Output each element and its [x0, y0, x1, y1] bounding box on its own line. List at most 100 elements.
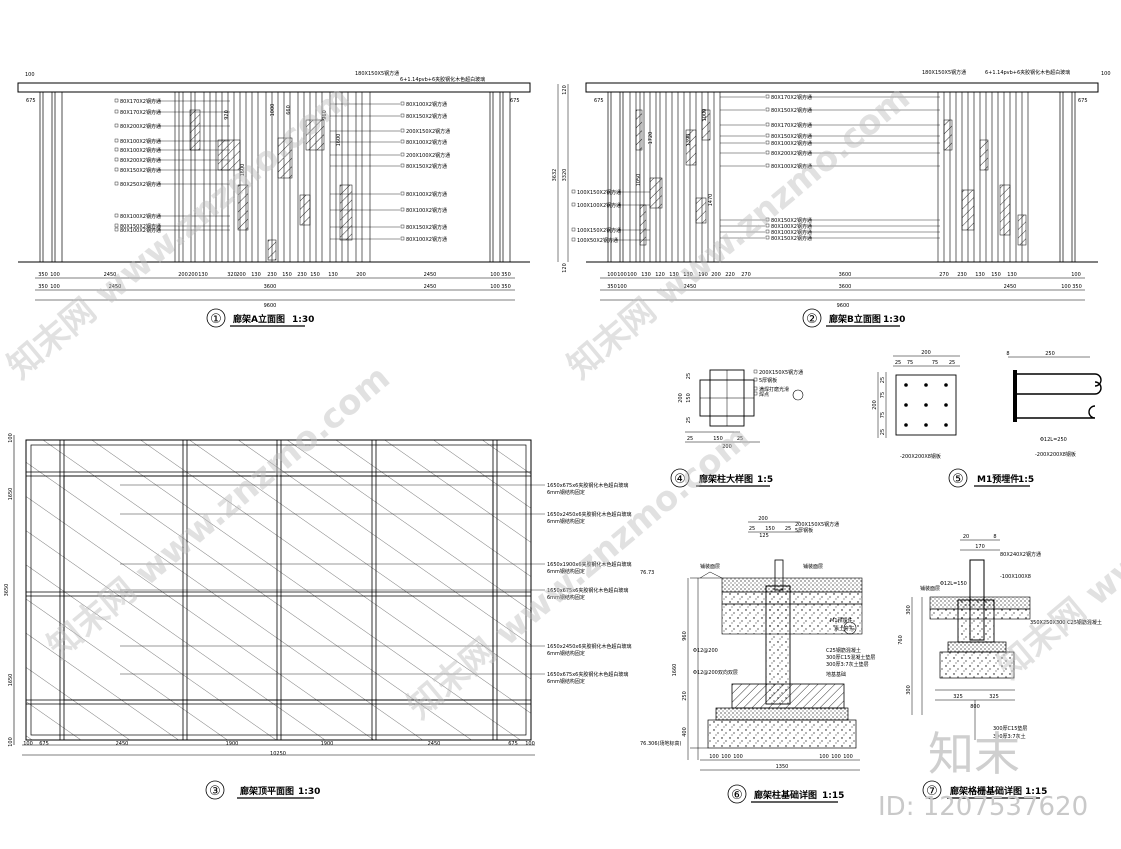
colfound-dim-v: 1660 — [672, 664, 678, 677]
column-label: 200X150X5钢方通 — [759, 369, 803, 376]
elevA-inner-dim: 920 — [224, 110, 230, 120]
column-dim-h: 25 — [737, 436, 743, 442]
gridfound-dim-v: 300 — [906, 605, 912, 615]
elevA-hatched-bar — [267, 239, 277, 261]
elevB-dim-675-left: 675 — [594, 98, 604, 104]
title-view-3: ③ 廊架顶平面图 1:30 — [205, 780, 320, 800]
column-dim-h: 200 — [722, 444, 732, 450]
colfound-dim-v: 960 — [682, 631, 688, 641]
column-dim-v: 150 — [686, 393, 692, 403]
plan-dim-bottom: 1900 — [226, 741, 239, 747]
elevA-hatched-bar — [339, 184, 353, 241]
elevA-dim-row2: 100 — [50, 284, 60, 290]
embed-bolt-hole — [944, 383, 948, 387]
title-view-7: ⑦ 廊架格栅基础详图 1:15 — [922, 780, 1047, 800]
elevA-dim-row1: 150 — [282, 272, 292, 278]
title-6-scale: 1:15 — [822, 791, 844, 801]
embed-label: Φ12L=250 — [1040, 437, 1067, 443]
plan-glass-label: 1650x2450x6夹胶钢化木色超白玻璃 — [547, 643, 632, 650]
elevB-label-mid: 80X200X2钢方通 — [771, 150, 812, 157]
elevB-hatched-bar — [943, 119, 953, 151]
colfound-label: 300厚3:7灰土垫层 — [826, 661, 869, 668]
elevA-top-note-2: 6+1.14pvb+6夹胶钢化木色超白玻璃 — [400, 76, 485, 83]
elevA-dim-row1: 200 — [236, 272, 246, 278]
colfound-elev-bottom: 76.306(场地标高) — [640, 740, 681, 747]
plan-dim-bottom: 675 — [508, 741, 518, 747]
plan-glass-label: 1650x1900x6夹胶钢化木色超白玻璃 — [547, 561, 632, 568]
gridfound-label: 350X250X300 C25钢筋混凝土 — [1030, 619, 1102, 626]
elevB-dim-row1: 270 — [741, 272, 751, 278]
colfound-dim-bottom: 100 — [733, 754, 743, 760]
title-3-scale: 1:30 — [298, 787, 320, 797]
elevB-dim-row1: 130 — [683, 272, 693, 278]
embed-dim-v: 75 — [880, 392, 886, 398]
plan-glass-label: 6mm钢结构固定 — [547, 489, 585, 496]
gridfound-dim-bottom: 325 — [989, 694, 999, 700]
elevB-label-mid: 80X150X2钢方通 — [771, 133, 812, 140]
colfound-dim-top: 200 — [758, 516, 768, 522]
title-7-scale: 1:15 — [1025, 787, 1047, 797]
gridfound-label: 300厚3:7灰土 — [993, 733, 1026, 740]
elevB-label-mid: 80X150X2钢方通 — [771, 217, 812, 224]
elevA-label-right: 80X100X2钢方通 — [406, 101, 447, 108]
elevA-label-left: 80X150X2钢方通 — [120, 167, 161, 174]
plan-dim-bottom: 1900 — [321, 741, 334, 747]
embed-dim-h: 75 — [907, 360, 913, 366]
elevA-label-right: 80X150X2钢方通 — [406, 113, 447, 120]
plan-glass-label: 1650x675x6夹胶钢化木色超白玻璃 — [547, 482, 628, 489]
elevA-dim-row2: 100 — [490, 284, 500, 290]
embed-dim-h: 75 — [932, 360, 938, 366]
elevB-hatched-bar — [979, 139, 989, 171]
elevA-hatched-bar — [305, 119, 325, 151]
plan-dim-bottom: 2450 — [116, 741, 129, 747]
elevB-inner-dim: 1050 — [636, 174, 642, 187]
elevA-label-left: 80X200X2钢方通 — [120, 157, 161, 164]
elevA-dim-row2: 350 — [501, 284, 511, 290]
plan-glass-label: 1650x675x6夹胶钢化木色超白玻璃 — [547, 671, 628, 678]
elevB-inner-dim: 1470 — [708, 194, 714, 207]
elevA-inner-dim: 960 — [322, 110, 328, 120]
column-dim-h: 150 — [713, 436, 723, 442]
colfound-label: 铺装面层 — [803, 563, 823, 570]
elevB-dim-row1: 220 — [725, 272, 735, 278]
title-4-num: ④ — [674, 472, 686, 487]
column-dim-v: 200 — [678, 393, 684, 403]
elevB-dim-row2: 100 — [1061, 284, 1071, 290]
title-3-num: ③ — [209, 784, 221, 799]
embed-bolt-hole — [924, 423, 928, 427]
embed-dim-h: 200 — [921, 350, 931, 356]
colfound-dim-top: 125 — [759, 533, 769, 539]
gridfound-dim-v: 300 — [906, 685, 912, 695]
title-1-num: ① — [210, 312, 222, 327]
colfound-elev-top: 76.73 — [640, 570, 654, 576]
title-5-scale: 1:5 — [1018, 475, 1034, 485]
colfound-label: 200X150X5钢方通 — [795, 521, 839, 528]
title-6-num: ⑥ — [731, 788, 743, 803]
elevB-dim-row1: 3600 — [839, 272, 852, 278]
elevation-b: 675 675 100 180X150X5钢方通 6+1.14pvb+6夹胶钢化… — [552, 69, 1111, 309]
elevB-dim-row1: 130 — [1007, 272, 1017, 278]
embed-dim-v: 200 — [872, 400, 878, 410]
colfound-label: 地基基础 — [826, 671, 846, 678]
gridfound-dim-bottom: 325 — [953, 694, 963, 700]
elevB-dim-row2: 2450 — [684, 284, 697, 290]
colfound-label: 铺装面层 — [700, 563, 720, 570]
elevA-label-right: 80X150X2钢方通 — [406, 224, 447, 231]
elevA-label-right: 80X100X2钢方通 — [406, 191, 447, 198]
elevA-dim-row1: 130 — [328, 272, 338, 278]
plan-dim-left: 100 — [8, 737, 14, 747]
title-5-num: ⑤ — [952, 472, 964, 487]
colfound-dim-v: 400 — [682, 727, 688, 737]
elevation-a: 675 675 100 180X150X5钢方通 6+1.14pvb+6夹胶钢化… — [17, 70, 531, 309]
elevA-hatched-bar — [277, 137, 293, 179]
title-view-2: ② 廊架B立面图 1:30 — [802, 308, 905, 328]
colfound-label: M1预埋件 — [830, 617, 853, 624]
plan-dim-left: 1650 — [8, 488, 14, 501]
elevA-label-left: 80X100X2钢方通 — [120, 213, 161, 220]
elevB-inner-dim: 1720 — [648, 132, 654, 145]
watermark-5: 知末网 www.znzmo.com — [990, 378, 1121, 687]
elevA-hatched-bar — [237, 184, 249, 231]
elevA-dim-row1: 230 — [297, 272, 307, 278]
elevA-top-note-1: 180X150X5钢方通 — [355, 70, 399, 77]
elevA-dim-row1: 320 — [227, 272, 237, 278]
